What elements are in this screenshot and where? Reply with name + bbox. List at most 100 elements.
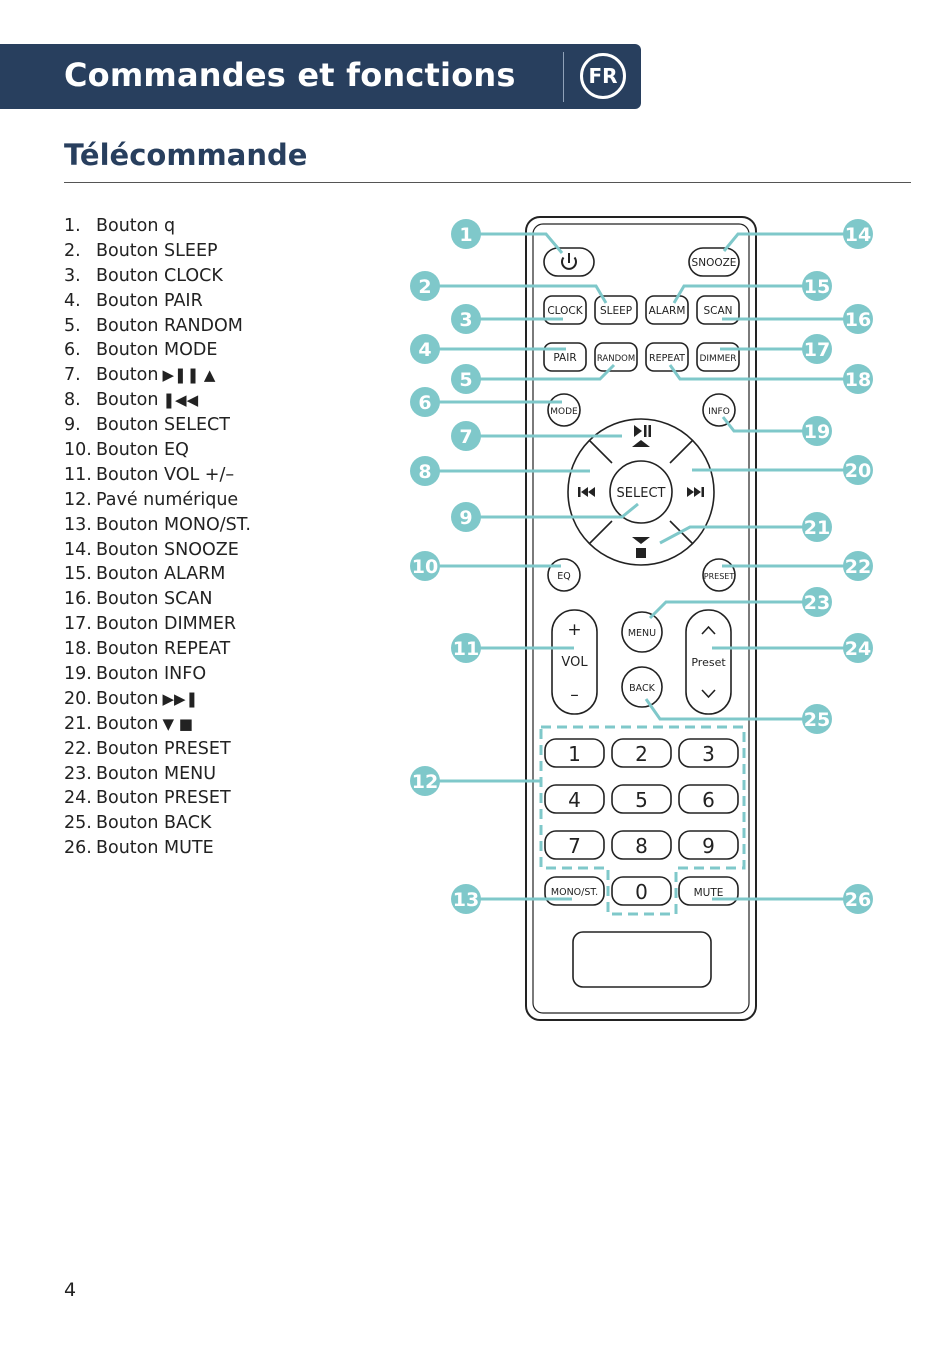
callout-5 — [451, 364, 481, 394]
list-item: 18.Bouton REPEAT — [64, 637, 251, 662]
play-pause-icon — [632, 425, 651, 447]
list-item: 11.Bouton VOL +/– — [64, 463, 251, 488]
item-number: 23. — [64, 763, 92, 784]
next-icon — [687, 487, 704, 497]
item-label: Bouton REPEAT — [96, 639, 231, 660]
item-label: Bouton PRESET — [96, 738, 231, 759]
list-item: 17.Bouton DIMMER — [64, 612, 251, 637]
callout-24 — [843, 633, 873, 663]
item-label: Bouton SELECT — [96, 415, 230, 436]
list-item: 15.Bouton ALARM — [64, 562, 251, 587]
back-label: BACK — [629, 683, 655, 694]
item-label: Bouton INFO — [96, 664, 207, 685]
callout-markers: 1 2 3 4 5 6 7 8 9 10 11 12 13 14 15 16 1… — [410, 219, 873, 914]
item-label: Bouton PAIR — [96, 290, 203, 311]
list-item: 26.Bouton MUTE — [64, 836, 251, 861]
clock-label: CLOCK — [547, 305, 583, 317]
callout-15-label: 15 — [804, 276, 830, 298]
item-number: 16. — [64, 589, 92, 610]
list-item: 19.Bouton INFO — [64, 662, 251, 687]
header-banner: Commandes et fonctions FR — [0, 44, 641, 109]
item-number: 10. — [64, 440, 92, 461]
item-number: 8. — [64, 390, 81, 411]
callout-26 — [843, 884, 873, 914]
item-number: 19. — [64, 664, 92, 685]
key-0-label: 0 — [635, 880, 648, 904]
item-label: Bouton MENU — [96, 763, 217, 784]
list-item: 13.Bouton MONO/ST. — [64, 513, 251, 538]
callout-9 — [451, 502, 481, 532]
list-item: 23.Bouton MENU — [64, 762, 251, 787]
callout-18 — [843, 364, 873, 394]
list-item: 16.Bouton SCAN — [64, 587, 251, 612]
info-label: INFO — [708, 407, 730, 417]
callout-15 — [802, 271, 832, 301]
key-6 — [678, 784, 739, 814]
callout-13-label: 13 — [453, 889, 479, 911]
item-number: 15. — [64, 564, 92, 585]
key-8 — [611, 830, 672, 860]
item-number: 4. — [64, 290, 81, 311]
item-number: 17. — [64, 614, 92, 635]
key-4 — [544, 784, 605, 814]
item-label: Bouton SCAN — [96, 589, 213, 610]
list-item: 14.Bouton SNOOZE — [64, 538, 251, 563]
item-label: Bouton — [96, 688, 159, 709]
callout-4 — [410, 334, 440, 364]
key-6-label: 6 — [702, 788, 715, 812]
preset-rocker — [685, 609, 732, 715]
list-item: 10.Bouton EQ — [64, 438, 251, 463]
item-number: 11. — [64, 464, 92, 485]
item-label: Bouton SNOOZE — [96, 539, 239, 560]
callout-13 — [451, 884, 481, 914]
power-icon — [561, 253, 577, 270]
chevron-up-icon — [701, 625, 716, 635]
volume-rocker — [551, 609, 598, 715]
callout-2 — [410, 271, 440, 301]
callout-22-label: 22 — [845, 556, 871, 578]
callout-25-label: 25 — [804, 709, 830, 731]
item-label: Bouton PRESET — [96, 788, 231, 809]
mode-label: MODE — [550, 407, 578, 417]
random-label: RANDOM — [597, 354, 635, 364]
item-label: Bouton SLEEP — [96, 240, 218, 261]
item-number: 22. — [64, 738, 92, 759]
pair-label: PAIR — [553, 352, 576, 364]
callout-19 — [802, 416, 832, 446]
callout-20 — [843, 455, 873, 485]
item-label: Bouton MUTE — [96, 838, 214, 859]
list-item: 9.Bouton SELECT — [64, 413, 251, 438]
key-1-label: 1 — [568, 742, 581, 766]
volume-label: VOL — [561, 655, 588, 670]
key-3-label: 3 — [702, 742, 715, 766]
list-item: 2. Bouton SLEEP — [64, 239, 251, 264]
callout-3 — [451, 304, 481, 334]
menu-label: MENU — [628, 628, 656, 639]
key-8-label: 8 — [635, 834, 648, 858]
key-9 — [678, 830, 739, 860]
down-stop-icon: ▼ ■ — [162, 714, 193, 733]
item-number: 2. — [64, 240, 81, 261]
random-button — [594, 342, 638, 372]
list-item: 7.Bouton▶❚❚ ▲ — [64, 363, 251, 388]
section-title: Télécommande — [64, 138, 308, 172]
callout-8-label: 8 — [418, 461, 431, 483]
key-5 — [611, 784, 672, 814]
list-item: 21.Bouton▼ ■ — [64, 712, 251, 737]
key-3 — [678, 738, 739, 768]
select-label: SELECT — [617, 486, 666, 501]
callout-21-label: 21 — [804, 517, 830, 539]
callout-9-label: 9 — [459, 507, 472, 529]
scan-button — [696, 295, 740, 325]
down-stop-icon — [632, 537, 650, 558]
preset-label: PRESET — [704, 572, 735, 581]
item-label: Bouton DIMMER — [96, 614, 237, 635]
list-item: 12.Pavé numérique — [64, 488, 251, 513]
item-label: Bouton q — [96, 216, 176, 236]
page-title: Commandes et fonctions — [64, 56, 516, 94]
list-item: 25.Bouton BACK — [64, 811, 251, 836]
callout-8 — [410, 456, 440, 486]
play-pause-up-icon: ▶❚❚ ▲ — [162, 366, 216, 385]
clock-button — [543, 295, 587, 325]
key-7-label: 7 — [568, 834, 581, 858]
